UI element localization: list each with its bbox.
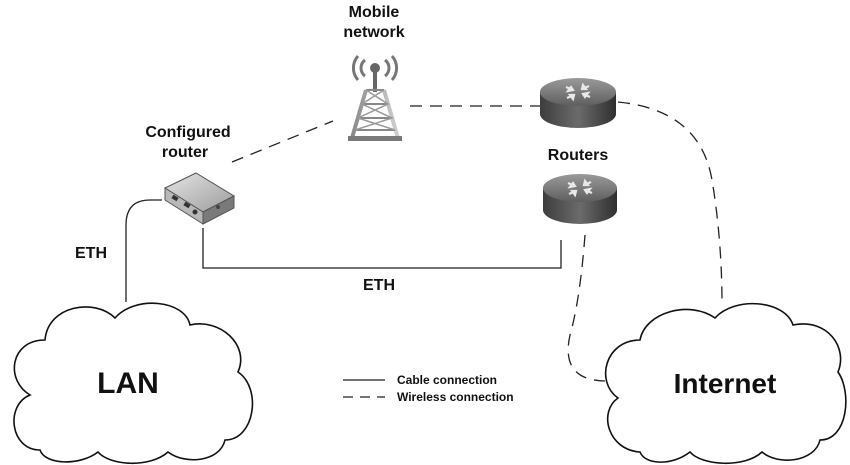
legend-cable-label: Cable connection [397, 373, 497, 387]
configured-router-icon [163, 172, 236, 225]
internet-cloud: Internet [604, 302, 847, 465]
legend-wireless-label: Wireless connection [397, 390, 514, 404]
cable-router-routers [202, 228, 562, 269]
wireless-router-internet [617, 101, 723, 306]
mobile-network-label-line2: network [343, 24, 404, 41]
wireless-routers-internet [567, 234, 606, 382]
lan-cloud: LAN [13, 302, 254, 465]
mobile-network-label-line1: Mobile [349, 4, 400, 21]
internet-label: Internet [674, 368, 777, 399]
wireless-router-tower [231, 120, 334, 163]
configured-router-label-line2: router [162, 144, 208, 161]
legend: Cable connection Wireless connection [343, 373, 514, 404]
configured-router-label-line1: Configured [145, 124, 230, 141]
router-icon-bottom [543, 174, 617, 224]
eth-label-lan: ETH [75, 245, 107, 262]
eth-label-routers: ETH [363, 277, 395, 294]
routers-label: Routers [548, 147, 609, 164]
cell-tower-icon [348, 55, 402, 141]
lan-label: LAN [97, 367, 159, 400]
router-icon-top [540, 78, 616, 128]
cable-lan-router [125, 199, 162, 302]
